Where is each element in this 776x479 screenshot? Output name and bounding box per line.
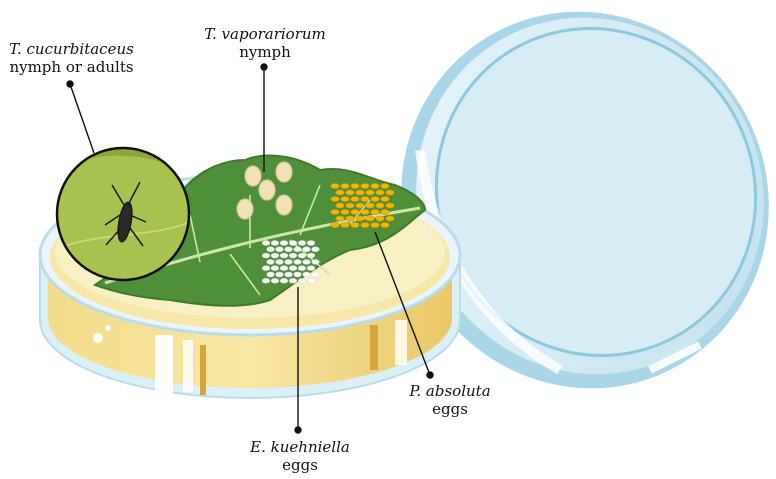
absoluta-egg (341, 196, 349, 201)
label-e-kuehniella: E. kuehniella eggs (250, 438, 350, 474)
kuehniella-egg (280, 278, 288, 283)
kuehniella-egg (280, 241, 288, 246)
absoluta-egg (361, 209, 369, 214)
label-e-kuehniella-species: E. kuehniella (250, 438, 350, 456)
absoluta-egg (346, 216, 354, 221)
label-t-cucurbitaceus-stage: nymph or adults (4, 58, 139, 76)
kuehniella-egg (298, 266, 306, 271)
kuehniella-egg (307, 278, 315, 283)
absoluta-egg (336, 216, 344, 221)
absoluta-egg (346, 190, 354, 195)
kuehniella-egg (307, 266, 315, 271)
absoluta-egg (366, 190, 374, 195)
kuehniella-egg (289, 278, 297, 283)
kuehniella-egg (289, 253, 297, 258)
kuehniella-egg (280, 253, 288, 258)
absoluta-egg (356, 190, 364, 195)
kuehniella-egg (271, 266, 279, 271)
kuehniella-egg (262, 278, 270, 283)
kuehniella-egg (280, 266, 288, 271)
kuehniella-egg (285, 272, 293, 277)
absoluta-egg (341, 209, 349, 214)
absoluta-egg (361, 222, 369, 227)
absoluta-egg (371, 196, 379, 201)
kuehniella-egg (271, 241, 279, 246)
absoluta-egg (376, 190, 384, 195)
absoluta-egg (351, 222, 359, 227)
kuehniella-egg (307, 253, 315, 258)
absoluta-egg (341, 222, 349, 227)
kuehniella-egg (276, 272, 284, 277)
kuehniella-egg (303, 272, 311, 277)
kuehniella-egg (312, 260, 320, 265)
absoluta-egg (331, 222, 339, 227)
absoluta-egg (346, 203, 354, 208)
kuehniella-egg (294, 260, 302, 265)
kuehniella-egg (285, 247, 293, 252)
label-t-cucurbitaceus: T. cucurbitaceus nymph or adults (4, 40, 139, 76)
kuehniella-egg (312, 247, 320, 252)
label-t-vaporariorum: T. vaporariorum nymph (195, 25, 335, 61)
absoluta-egg (361, 196, 369, 201)
absoluta-egg (386, 216, 394, 221)
kuehniella-egg (267, 247, 275, 252)
absoluta-egg (351, 183, 359, 188)
absoluta-egg (371, 183, 379, 188)
kuehniella-egg (298, 253, 306, 258)
kuehniella-egg (303, 260, 311, 265)
kuehniella-egg (262, 266, 270, 271)
label-p-absoluta-species: P. absoluta (405, 382, 495, 400)
absoluta-egg (336, 203, 344, 208)
kuehniella-egg (267, 272, 275, 277)
kuehniella-egg (271, 278, 279, 283)
kuehniella-egg (294, 272, 302, 277)
kuehniella-egg (276, 260, 284, 265)
kuehniella-egg (262, 241, 270, 246)
absoluta-egg (386, 190, 394, 195)
absoluta-egg (361, 183, 369, 188)
absoluta-egg (351, 196, 359, 201)
absoluta-egg (371, 209, 379, 214)
kuehniella-egg (289, 266, 297, 271)
absoluta-egg (331, 209, 339, 214)
kuehniella-egg (303, 247, 311, 252)
absoluta-egg (331, 196, 339, 201)
absoluta-egg (376, 216, 384, 221)
absoluta-egg (381, 209, 389, 214)
absoluta-egg (356, 203, 364, 208)
kuehniella-egg (298, 241, 306, 246)
absoluta-egg (371, 222, 379, 227)
absoluta-egg (376, 203, 384, 208)
kuehniella-egg (294, 247, 302, 252)
kuehniella-egg (276, 247, 284, 252)
kuehniella-egg (298, 278, 306, 283)
kuehniella-egg (262, 253, 270, 258)
absoluta-egg (381, 196, 389, 201)
label-t-vaporariorum-stage: nymph (195, 43, 335, 61)
kuehniella-egg (267, 260, 275, 265)
absoluta-egg (336, 190, 344, 195)
kuehniella-egg (312, 272, 320, 277)
absoluta-egg (341, 183, 349, 188)
absoluta-egg (331, 183, 339, 188)
absoluta-egg (356, 216, 364, 221)
label-p-absoluta-stage: eggs (405, 400, 495, 418)
label-t-vaporariorum-species: T. vaporariorum (195, 25, 335, 43)
label-t-cucurbitaceus-species: T. cucurbitaceus (4, 40, 139, 58)
kuehniella-egg (289, 241, 297, 246)
absoluta-egg (366, 216, 374, 221)
absoluta-egg (381, 222, 389, 227)
kuehniella-egg (307, 241, 315, 246)
absoluta-egg (351, 209, 359, 214)
label-e-kuehniella-stage: eggs (250, 456, 350, 474)
absoluta-egg (381, 183, 389, 188)
absoluta-egg (366, 203, 374, 208)
kuehniella-egg (271, 253, 279, 258)
absoluta-egg (386, 203, 394, 208)
kuehniella-egg (285, 260, 293, 265)
label-p-absoluta: P. absoluta eggs (405, 382, 495, 418)
